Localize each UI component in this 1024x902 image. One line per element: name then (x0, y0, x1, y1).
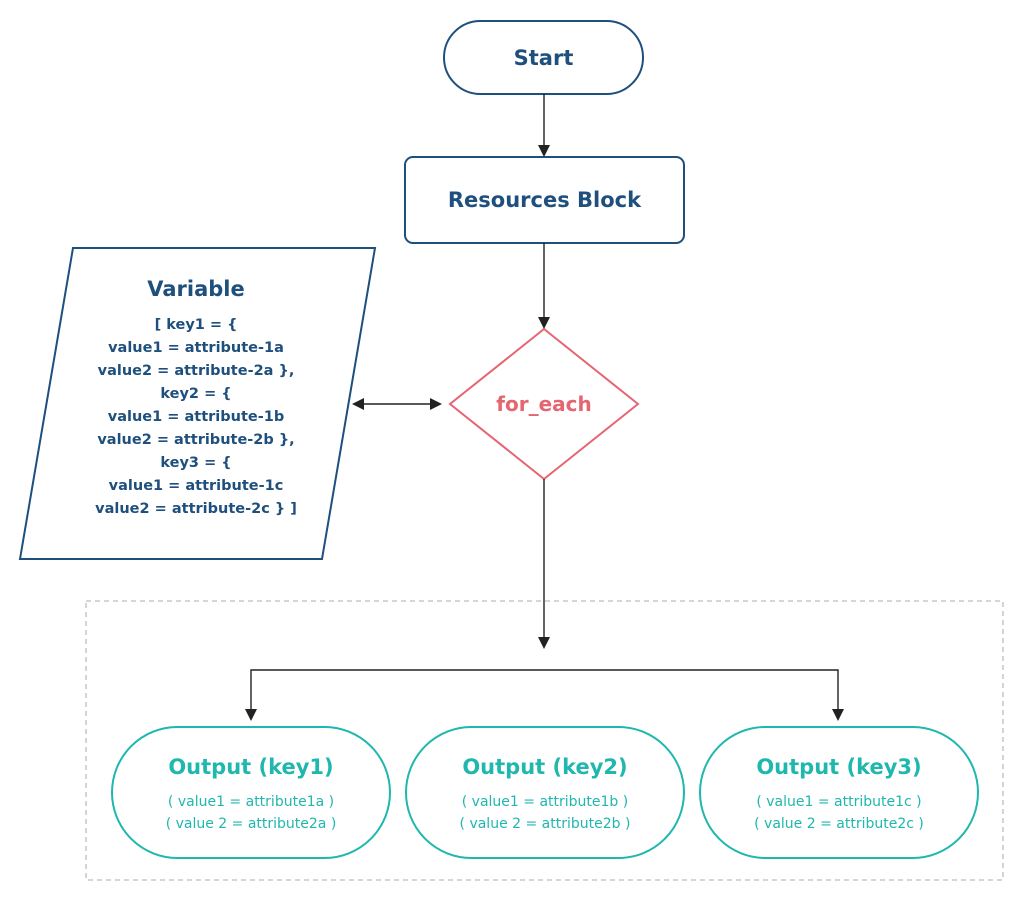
output-key2-line-1: ( value1 = attribute1b ) (461, 794, 629, 810)
variable-body-line-1: [ key1 = { (154, 317, 238, 333)
output-key2-line-2: ( value 2 = attribute2b ) (459, 816, 631, 832)
variable-body-line-5: value1 = attribute-1b (107, 409, 285, 425)
output-key1-line-1: ( value1 = attribute1a ) (167, 794, 335, 810)
output-key1-node[interactable] (111, 726, 391, 859)
branch-line-to-output-key3 (544, 669, 844, 721)
for-each-label: for_each (496, 392, 592, 416)
output-key2-title: Output (key2) (462, 755, 628, 779)
output-key1-title: Output (key1) (168, 755, 334, 779)
start-label: Start (513, 46, 574, 70)
output-key2-node[interactable] (405, 726, 685, 859)
output-key3-title: Output (key3) (756, 755, 922, 779)
output-group-container (85, 600, 1004, 881)
variable-input-node[interactable] (18, 247, 377, 560)
output-key1-line-2: ( value 2 = attribute2a ) (165, 816, 337, 832)
variable-body-line-2: value1 = attribute-1a (108, 340, 284, 356)
branch-line-to-output-key1 (245, 669, 544, 721)
resources-block-label: Resources Block (447, 188, 642, 212)
output-key3-line-2: ( value 2 = attribute2c ) (754, 816, 924, 832)
output-key3-node[interactable] (699, 726, 979, 859)
variable-body-line-7: key3 = { (160, 455, 232, 471)
variable-body-line-8: value1 = attribute-1c (108, 478, 284, 494)
variable-body-line-4: key2 = { (160, 386, 232, 402)
variable-body-line-9: value2 = attribute-2c } ] (95, 501, 297, 517)
variable-body-line-3: value2 = attribute-2a }, (97, 363, 295, 379)
variable-body-line-6: value2 = attribute-2b }, (97, 432, 295, 448)
output-key3-line-1: ( value1 = attribute1c ) (756, 794, 922, 810)
variable-title: Variable (147, 277, 245, 301)
